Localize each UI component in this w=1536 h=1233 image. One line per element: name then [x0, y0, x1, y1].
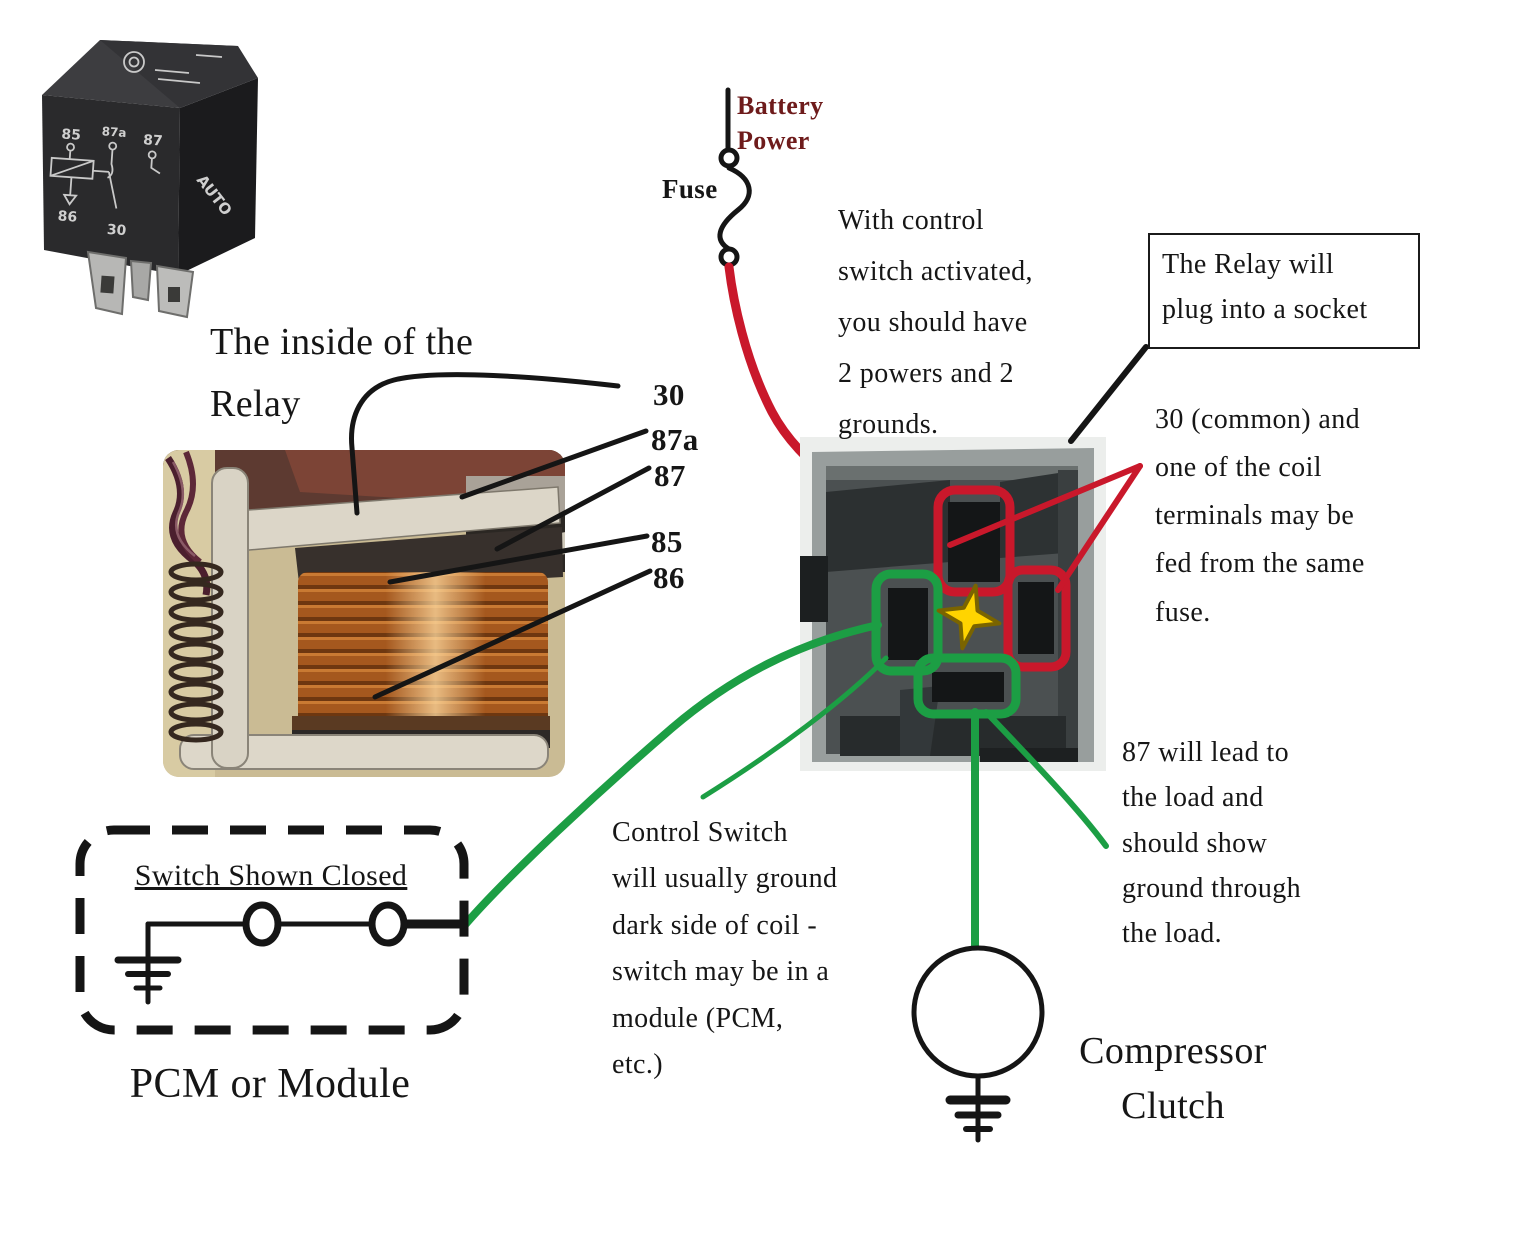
note-control-switch-ground: Control Switch will usually ground dark … [612, 817, 838, 1081]
load-87-callout-line [983, 709, 1109, 849]
fuse-element [717, 165, 752, 252]
switch-shown-closed-label: Switch Shown Closed [134, 859, 408, 892]
inside-relay-title: The inside of the Relay [210, 321, 474, 425]
relay-cube-photo: AUTO 85 87a 87 86 30 [42, 40, 258, 319]
relay-side-face [178, 78, 258, 275]
relay-schematic: 85 87a 87 86 30 [49, 124, 164, 239]
callout-line-85 [387, 533, 650, 585]
terminal-label-86: 86 [653, 560, 685, 595]
terminal-label-87a: 87a [651, 422, 699, 457]
relay-pins [86, 250, 195, 319]
terminal-label-87: 87 [654, 458, 686, 493]
relay-brand-marks [123, 51, 223, 84]
star-icon [936, 583, 1002, 651]
socket-slot-coil-right [1018, 582, 1054, 654]
terminal-label-30: 30 [653, 377, 685, 412]
svg-text:87: 87 [143, 132, 164, 149]
socket-note-box: The Relay will plug into a socket [1148, 233, 1420, 349]
coil-lead-wires [165, 450, 211, 596]
return-spring [168, 561, 224, 743]
relay-inside-photo-content [163, 450, 565, 777]
green-coil-wire-to-pcm [460, 621, 882, 930]
red-callout-arm-top [947, 463, 1143, 548]
callout-line-87a [459, 428, 649, 500]
fuse-terminal-top [718, 147, 740, 169]
red-outline-slot-coil [1003, 565, 1071, 672]
terminal-callout-lines [349, 372, 653, 700]
callout-line-86 [372, 568, 653, 700]
socket-slot-coil-left [888, 588, 928, 660]
compressor-clutch-symbol [911, 945, 1045, 1079]
relay-socket-photo [800, 437, 1106, 771]
relay-inside-photo [163, 450, 565, 777]
pcm-module-label: PCM or Module [129, 1061, 411, 1107]
pcm-dashed-box [75, 825, 469, 1035]
socket-box-callout-line [1068, 344, 1149, 444]
red-callout-arm-right [1055, 463, 1143, 593]
note-control-switch-activated: With control switch activated, you shoul… [838, 205, 1033, 440]
note-30-common: 30 (common) and one of the coil terminal… [1155, 404, 1365, 628]
svg-text:85: 85 [61, 127, 82, 144]
svg-text:86: 86 [57, 208, 78, 225]
green-outline-slot-87 [913, 653, 1021, 719]
socket-note-text: The Relay will plug into a socket [1162, 249, 1368, 325]
switch-contact-right [368, 901, 408, 947]
pcm-module-circuit [75, 825, 469, 1035]
callout-line-87 [494, 465, 652, 552]
socket-slot-87 [932, 672, 1004, 702]
note-87-load: 87 will lead to the load and should show… [1122, 737, 1302, 950]
compressor-clutch-label: Compressor Clutch [1079, 1030, 1267, 1128]
compressor-clutch-circuit [911, 945, 1045, 1143]
svg-text:87a: 87a [101, 124, 127, 140]
callout-line-30 [349, 372, 621, 516]
terminal-label-85: 85 [651, 524, 683, 559]
fuse-label: Fuse [662, 174, 718, 204]
battery-power-label: Battery Power [737, 91, 824, 156]
pcm-ground-icon [114, 921, 182, 1005]
svg-text:30: 30 [106, 222, 127, 239]
control-switch-callout-line [700, 655, 889, 800]
switch-contact-left [242, 901, 282, 947]
compressor-ground-icon [945, 1073, 1011, 1143]
